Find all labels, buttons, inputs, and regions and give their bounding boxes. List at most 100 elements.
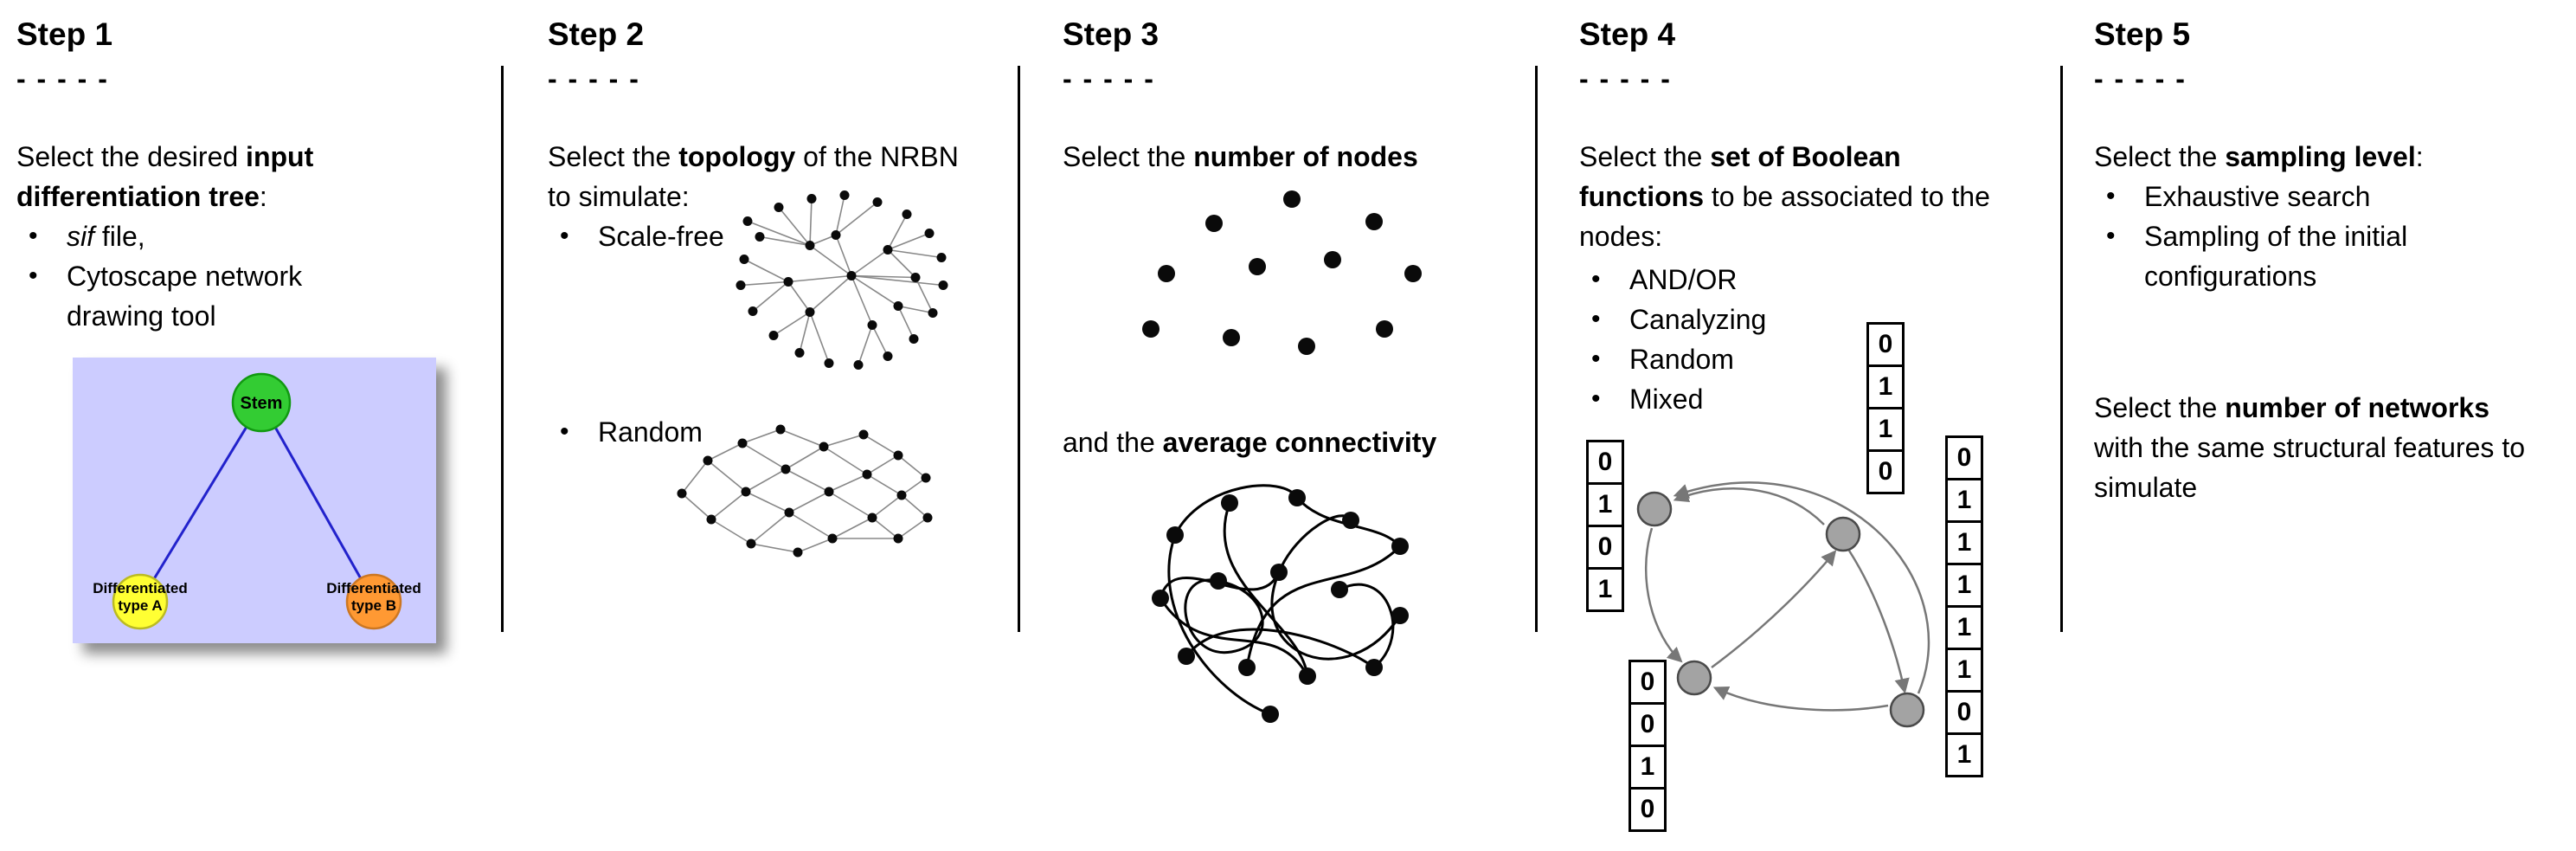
boolean-network-figure: 0 1 1 0 0 1 0 1 0 0 1 0 0 1 1 1 [1579, 301, 2060, 851]
step4-bullet-random: • Random [1579, 339, 1925, 379]
step5-intro: Select the sampling level: [2094, 141, 2424, 172]
step1-bullet-cytoscape-label: Cytoscape network drawing tool [67, 261, 303, 332]
step5-bullet-exhaustive: • Exhaustive search [2094, 177, 2561, 216]
step3-nodes-text: Select the number of nodes [1063, 141, 1418, 172]
step4-bullet-mixed: • Mixed [1579, 379, 1925, 419]
step3-dashes: - - - - - [1063, 63, 1155, 94]
boolean-node-1 [1636, 491, 1673, 527]
step1-title: Step 1 [16, 16, 113, 52]
table-cell: 1 [1945, 520, 1983, 565]
table-cell: 0 [1945, 435, 1983, 480]
column-divider-2 [1018, 66, 1020, 632]
nodes-dots-figure [1115, 180, 1478, 384]
tangle-nodes [1152, 489, 1409, 723]
table-cell: 1 [1866, 407, 1905, 452]
table-cell: 1 [1945, 563, 1983, 608]
step4-column: Step 4 - - - - - Select the set of Boole… [1579, 16, 2060, 851]
step5-title: Step 5 [2094, 16, 2191, 52]
nodes-dots-svg [1142, 190, 1422, 355]
table-cell: 0 [1945, 690, 1983, 735]
boolean-network-svg [1636, 481, 1930, 728]
bullet-icon: • [29, 222, 38, 250]
bullet-icon: • [2106, 182, 2116, 210]
stem-node-label: Stem [241, 394, 283, 413]
random-network-svg [677, 424, 933, 558]
step4-intro: Select the set of Boolean functions to b… [1579, 141, 1990, 252]
boolean-node-4 [1889, 692, 1925, 728]
step4-bullet-canalyzing: • Canalyzing [1579, 300, 1925, 339]
table-cell: 0 [1628, 702, 1667, 747]
type-a-label-line2: type A [118, 597, 162, 614]
table-cell: 1 [1866, 364, 1905, 409]
step2-bullet-random: • Random [548, 412, 807, 452]
bullet-icon: • [1591, 345, 1601, 373]
table-cell: 0 [1628, 787, 1667, 832]
type-a-label-line1: Differentiated [93, 580, 188, 596]
step1-intro: Select the desired input differentiation… [16, 141, 314, 212]
bullet-icon: • [2106, 222, 2116, 250]
bullet-icon: • [1591, 305, 1601, 333]
column-divider-3 [1535, 66, 1538, 632]
bullet-icon: • [1591, 265, 1601, 293]
step3-title: Step 3 [1063, 16, 1160, 52]
type-b-label-line1: Differentiated [326, 580, 421, 596]
bullet-icon: • [560, 222, 569, 250]
boolean-node-3 [1676, 660, 1712, 696]
truth-table-right: 0 1 1 1 1 1 0 1 [1945, 435, 1983, 777]
stem-node [231, 372, 292, 433]
table-cell: 0 [1628, 660, 1667, 705]
network-edges [740, 195, 944, 365]
step1-bullet-sif-file: • sif file, [16, 216, 363, 256]
truth-table-left: 0 1 0 1 [1586, 440, 1624, 612]
differentiation-tree-figure: Stem Differentiated type A Differentiate… [73, 358, 436, 643]
tangle-edges [1159, 484, 1402, 716]
random-network-figure [666, 407, 943, 580]
step2-dashes: - - - - - [548, 63, 640, 94]
scale-free-network-figure [706, 184, 957, 381]
network-nodes [677, 424, 933, 558]
node-dots [1142, 190, 1422, 355]
step1-bullet-sif-label: sif file, [67, 221, 145, 252]
table-cell: 1 [1945, 732, 1983, 777]
differentiation-tree-svg: Stem Differentiated type A Differentiate… [73, 358, 436, 643]
truth-table-top: 0 1 1 0 [1866, 322, 1905, 494]
step2-intro: Select the topology of the NRBN to simul… [548, 141, 959, 212]
step1-bullet-cytoscape: • Cytoscape network drawing tool [16, 256, 363, 336]
scale-free-network-svg [736, 190, 948, 370]
step1-dashes: - - - - - [16, 63, 109, 94]
truth-table-bottom-left: 0 0 1 0 [1628, 660, 1667, 832]
type-b-node [345, 573, 402, 630]
table-cell: 1 [1945, 605, 1983, 650]
network-edges [681, 429, 928, 553]
random-label: Random [598, 416, 703, 448]
table-cell: 1 [1945, 478, 1983, 523]
table-cell: 1 [1945, 648, 1983, 693]
table-cell: 0 [1866, 322, 1905, 367]
graph-edges [1644, 481, 1930, 712]
graph-nodes [1636, 491, 1925, 728]
table-cell: 1 [1586, 482, 1624, 527]
step5-dashes: - - - - - [2094, 63, 2187, 94]
connectivity-tangle-svg [1152, 484, 1409, 723]
step5-networks-text: Select the number of networks with the s… [2094, 392, 2525, 503]
network-nodes [736, 190, 948, 370]
bullet-icon: • [29, 261, 38, 290]
type-b-label-line2: type B [351, 597, 396, 614]
step5-bullet-sampling: • Sampling of the initial configurations [2094, 216, 2561, 296]
step4-bullet-and-or: • AND/OR [1579, 260, 1925, 300]
table-cell: 0 [1866, 449, 1905, 494]
column-divider-1 [501, 66, 504, 632]
type-a-node [112, 573, 169, 630]
tree-edges [138, 402, 376, 603]
table-cell: 1 [1586, 567, 1624, 612]
bullet-icon: • [560, 417, 569, 446]
connectivity-tangle-figure [1127, 470, 1430, 725]
column-divider-4 [2060, 66, 2063, 632]
table-cell: 0 [1586, 440, 1624, 485]
bullet-icon: • [1591, 384, 1601, 413]
boolean-node-2 [1825, 516, 1861, 552]
table-cell: 0 [1586, 525, 1624, 570]
step2-bullet-scale-free: • Scale-free [548, 216, 807, 256]
step4-title: Step 4 [1579, 16, 1676, 52]
